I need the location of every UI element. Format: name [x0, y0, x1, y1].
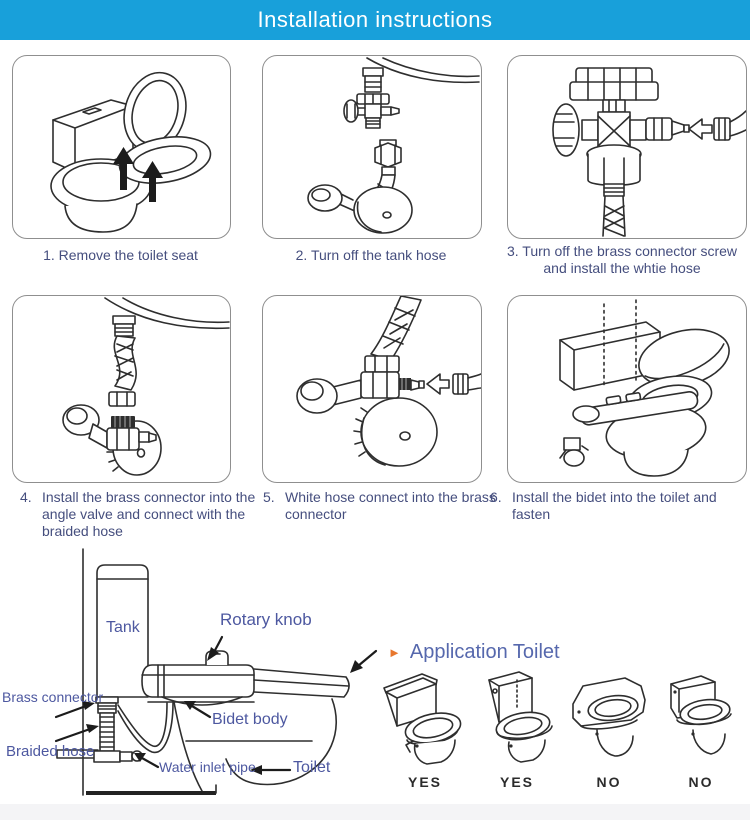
- step6-caption: 6. Install the bidet into the toilet and…: [490, 489, 717, 522]
- step3-caption: 3. Turn off the brass connector screw an…: [506, 243, 738, 276]
- insert-arrow-icon: [688, 118, 713, 140]
- step6-bidet-install-illustration: [559, 299, 730, 477]
- bottom-divider: [0, 804, 750, 820]
- page-title: Installation instructions: [257, 7, 493, 32]
- toilet-type-3: NO: [567, 668, 651, 790]
- step4-caption: 4. Install the brass connector into the …: [20, 489, 256, 539]
- brass-connector-arrow-icon: [54, 701, 95, 719]
- toilet-type-2: YES: [475, 668, 559, 790]
- step4-angle-valve-illustration: [62, 297, 230, 476]
- step1-panel: [12, 55, 231, 239]
- suitability-label: NO: [688, 774, 714, 790]
- step2-panel: [262, 55, 482, 239]
- suitability-label: YES: [499, 774, 534, 790]
- up-arrow-icon: [113, 147, 163, 202]
- rotary-knob-label: Rotary knob: [220, 610, 312, 629]
- toilet-type-1: YES: [383, 668, 467, 790]
- header-bar: Installation instructions: [0, 0, 750, 40]
- step3-panel: [507, 55, 747, 239]
- step1-caption: 1. Remove the toilet seat: [43, 247, 198, 263]
- braided-hose-label: Braided hose: [6, 743, 95, 760]
- toilet-arrow-icon: [250, 765, 292, 775]
- application-toilet-heading: ► Application Toilet: [388, 641, 560, 664]
- suitability-label: YES: [407, 774, 442, 790]
- braided-hose-arrow-icon: [54, 724, 99, 743]
- suitability-label: NO: [596, 774, 622, 790]
- step5-caption: 5. White hose connect into the brass con…: [263, 489, 496, 522]
- step5-white-hose-illustration: [296, 296, 481, 467]
- water-inlet-arrow-icon: [134, 753, 160, 769]
- step2-caption: 2. Turn off the tank hose: [295, 247, 447, 263]
- bidet-parts-illustration: [54, 548, 378, 796]
- step4-panel: [12, 295, 231, 483]
- brass-connector-label: Brass connector: [2, 689, 104, 705]
- toilet-label: Toilet: [293, 759, 331, 776]
- bidet-body-arrow-icon: [184, 701, 212, 719]
- step1-toilet-seat-removal-illustration: [50, 71, 212, 233]
- one-piece-toilet-illustration: [572, 677, 646, 757]
- one-piece-compact-toilet-illustration: [670, 675, 732, 755]
- triangle-bullet-icon: ►: [388, 645, 401, 660]
- water-inlet-pipe-label: Water inlet pipe: [159, 759, 256, 775]
- seat-arrow-icon: [350, 649, 378, 673]
- application-toilet-row: YES YES: [383, 668, 743, 790]
- two-piece-toilet-illustration: [383, 673, 462, 765]
- step5-panel: [262, 295, 482, 483]
- step3-brass-connector-illustration: [552, 67, 746, 237]
- two-piece-tall-toilet-illustration: [488, 671, 553, 763]
- bidet-parts-diagram: Tank Rotary knob Brass connector Bidet b…: [0, 545, 390, 804]
- rotary-knob-arrow-icon: [207, 635, 224, 661]
- tank-label: Tank: [106, 619, 140, 636]
- insert-arrow-icon: [426, 373, 450, 395]
- toilet-type-4: NO: [659, 668, 743, 790]
- bidet-body-label: Bidet body: [212, 711, 288, 728]
- application-toilet-title: Application Toilet: [409, 641, 560, 663]
- step2-tank-hose-illustration: [307, 57, 480, 234]
- step6-panel: [507, 295, 747, 483]
